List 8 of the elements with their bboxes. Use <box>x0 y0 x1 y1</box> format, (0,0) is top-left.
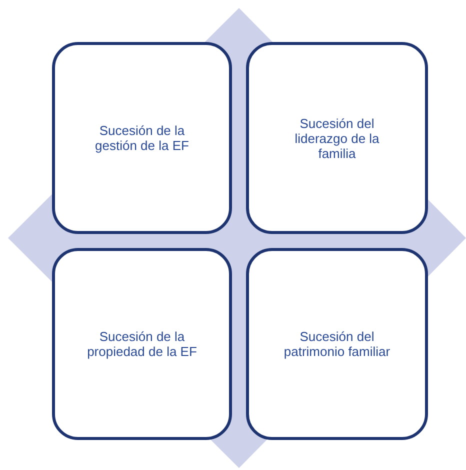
rounded-box <box>246 248 428 440</box>
rounded-box <box>52 248 232 440</box>
rounded-box <box>246 42 428 234</box>
rounded-box <box>52 42 232 234</box>
box-text: Sucesión del patrimonio familiar <box>282 329 392 359</box>
box-text: Sucesión del liderazgo de la familia <box>294 116 380 160</box>
box-text: Sucesión de la gestión de la EF <box>94 123 190 153</box>
box-text: Sucesión de la propiedad de la EF <box>86 329 198 359</box>
